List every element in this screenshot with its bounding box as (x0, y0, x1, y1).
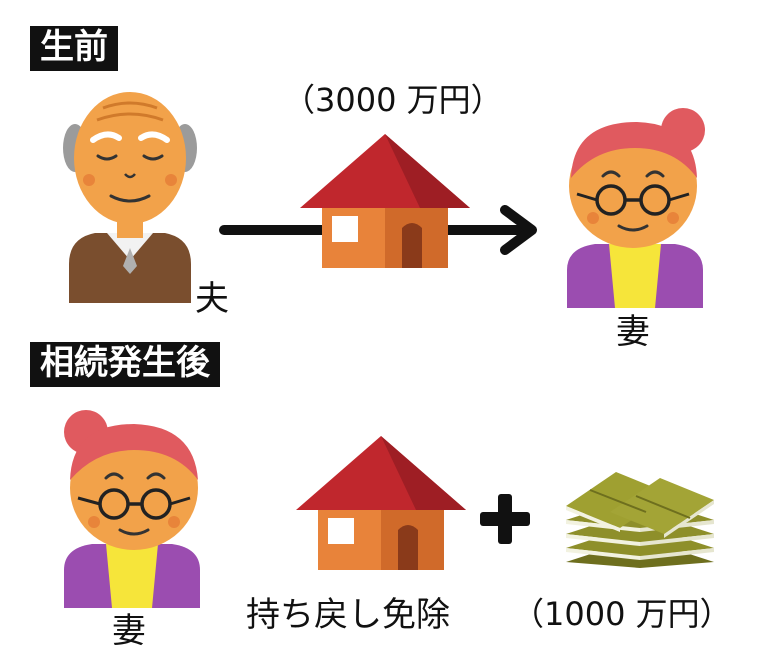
exemption-label: 持ち戻し免除 (246, 595, 450, 635)
heading-before: 生前 (30, 26, 118, 72)
money-stack-icon (566, 472, 714, 568)
grandmother-icon (567, 108, 705, 308)
plus-icon (480, 494, 530, 544)
house-icon (300, 134, 470, 268)
husband-label: 夫 (195, 279, 229, 319)
wife-label-before: 妻 (616, 312, 650, 352)
heading-after: 相続発生後 (30, 342, 220, 388)
amount-after: （1000 万円） (512, 595, 732, 633)
grandfather-icon (63, 92, 197, 303)
wife-label-after: 妻 (112, 611, 146, 651)
grandmother-icon (64, 410, 200, 608)
amount-before: （3000 万円） (283, 81, 503, 119)
house-icon (296, 436, 466, 570)
